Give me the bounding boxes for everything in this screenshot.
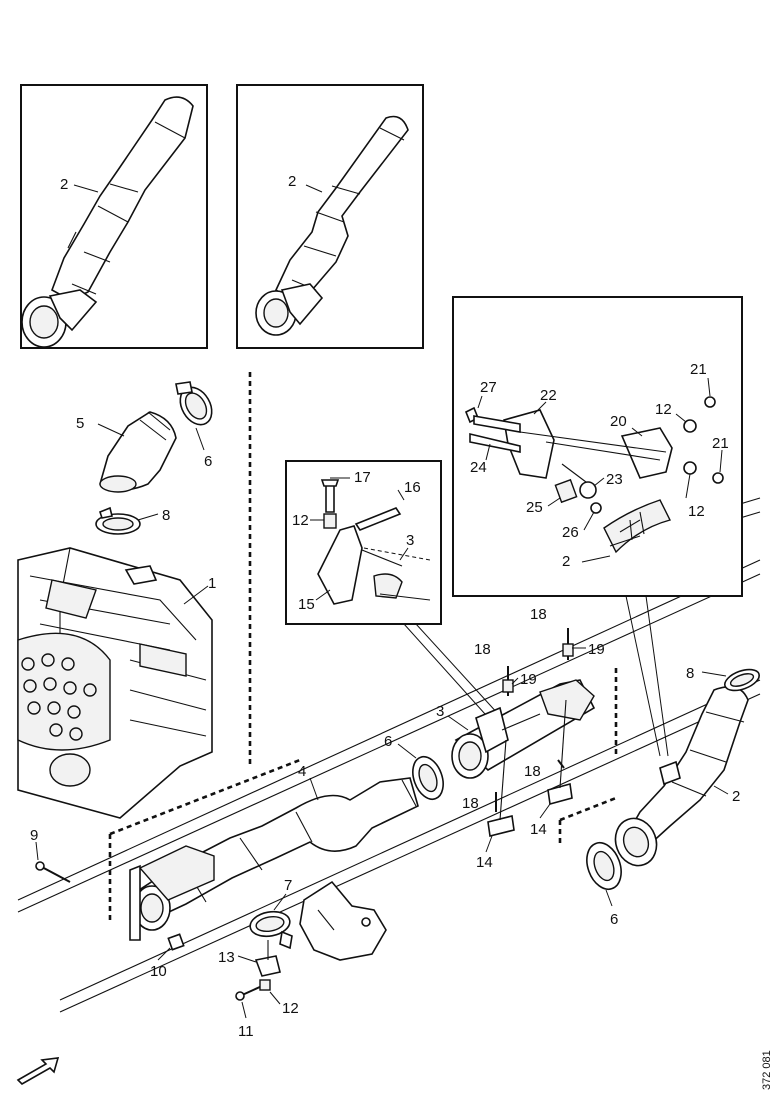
part-8-clamp-right <box>724 668 760 692</box>
callout-inset-b-2: 2 <box>288 173 296 190</box>
callout-26: 26 <box>562 524 579 541</box>
part-6-clamp-lower <box>586 841 622 891</box>
callout-12-detail2-bottom: 12 <box>688 503 705 520</box>
callout-3-detail: 3 <box>406 532 414 549</box>
part-7-clamp <box>249 910 293 950</box>
callout-21-top: 21 <box>690 361 707 378</box>
inset-a-pipe-drawing <box>21 96 194 348</box>
callout-3-main: 3 <box>436 703 444 720</box>
detail-box-bracket-20-22 <box>452 296 743 597</box>
callout-4: 4 <box>298 763 306 780</box>
part-6-clamp-middle <box>412 755 444 801</box>
callout-2-right: 2 <box>732 788 740 805</box>
heat-shield-bracket <box>299 880 387 961</box>
detail-box-bracket-15 <box>285 460 442 625</box>
detail-pointer-lines <box>403 595 669 757</box>
callout-25: 25 <box>526 499 543 516</box>
callout-23: 23 <box>606 471 623 488</box>
callout-6-middle: 6 <box>384 733 392 750</box>
callout-20: 20 <box>610 413 627 430</box>
callout-14-b: 14 <box>476 854 493 871</box>
callout-11: 11 <box>238 1023 254 1040</box>
part-8-clamp-upper <box>95 506 141 535</box>
callout-24: 24 <box>470 459 487 476</box>
callout-17: 17 <box>354 469 371 486</box>
callout-inset-a-2: 2 <box>60 176 68 193</box>
drawing-reference-number: 372 081 <box>761 1050 773 1090</box>
callout-18-b: 18 <box>474 641 491 658</box>
callout-1: 1 <box>208 575 216 592</box>
callout-21-right: 21 <box>712 435 729 452</box>
inset-b-panel: 2 <box>236 84 424 349</box>
callout-8-right: 8 <box>686 665 694 682</box>
callout-6-top: 6 <box>204 453 212 470</box>
callout-6-bottom: 6 <box>610 911 618 928</box>
inset-b-pipe-drawing <box>255 115 409 336</box>
part-1-silencer-box <box>17 547 213 819</box>
part-3-pipe-section <box>451 679 596 779</box>
dashed-group-outlines <box>108 372 618 922</box>
part-5-elbow-pipe <box>99 411 177 493</box>
callout-13: 13 <box>218 949 235 966</box>
part-6-clamp-upper <box>175 381 213 426</box>
callout-14-a: 14 <box>530 821 547 838</box>
callout-27: 27 <box>480 379 497 396</box>
part-9-bolt <box>35 861 71 883</box>
part-11-bolt-part-12-spacer <box>235 979 271 1001</box>
inset-a-panel: 2 <box>20 84 208 349</box>
part-13-bracket <box>254 940 281 977</box>
callout-18-c: 18 <box>524 763 541 780</box>
callout-19-b: 19 <box>520 671 537 688</box>
callout-15: 15 <box>298 596 315 613</box>
part-2-right-pipe <box>614 685 749 867</box>
callout-2-detail2: 2 <box>562 553 570 570</box>
callout-18-d: 18 <box>462 795 479 812</box>
hangers-and-bolts <box>487 628 574 837</box>
callout-22: 22 <box>540 387 557 404</box>
callout-12-bottom: 12 <box>282 1000 299 1017</box>
callout-8-top: 8 <box>162 507 170 524</box>
callout-19-a: 19 <box>588 641 605 658</box>
callout-12-detail2-top: 12 <box>655 401 672 418</box>
callout-5: 5 <box>76 415 84 432</box>
forward-direction-arrow-icon <box>16 1057 60 1085</box>
callout-18-a: 18 <box>530 606 547 623</box>
part-10-nut <box>167 933 185 951</box>
callout-9: 9 <box>30 827 38 844</box>
callout-12-detail: 12 <box>292 512 309 529</box>
callout-7: 7 <box>284 877 292 894</box>
part-4-main-pipe <box>129 777 419 941</box>
callout-16: 16 <box>404 479 421 496</box>
callout-10: 10 <box>150 963 167 980</box>
